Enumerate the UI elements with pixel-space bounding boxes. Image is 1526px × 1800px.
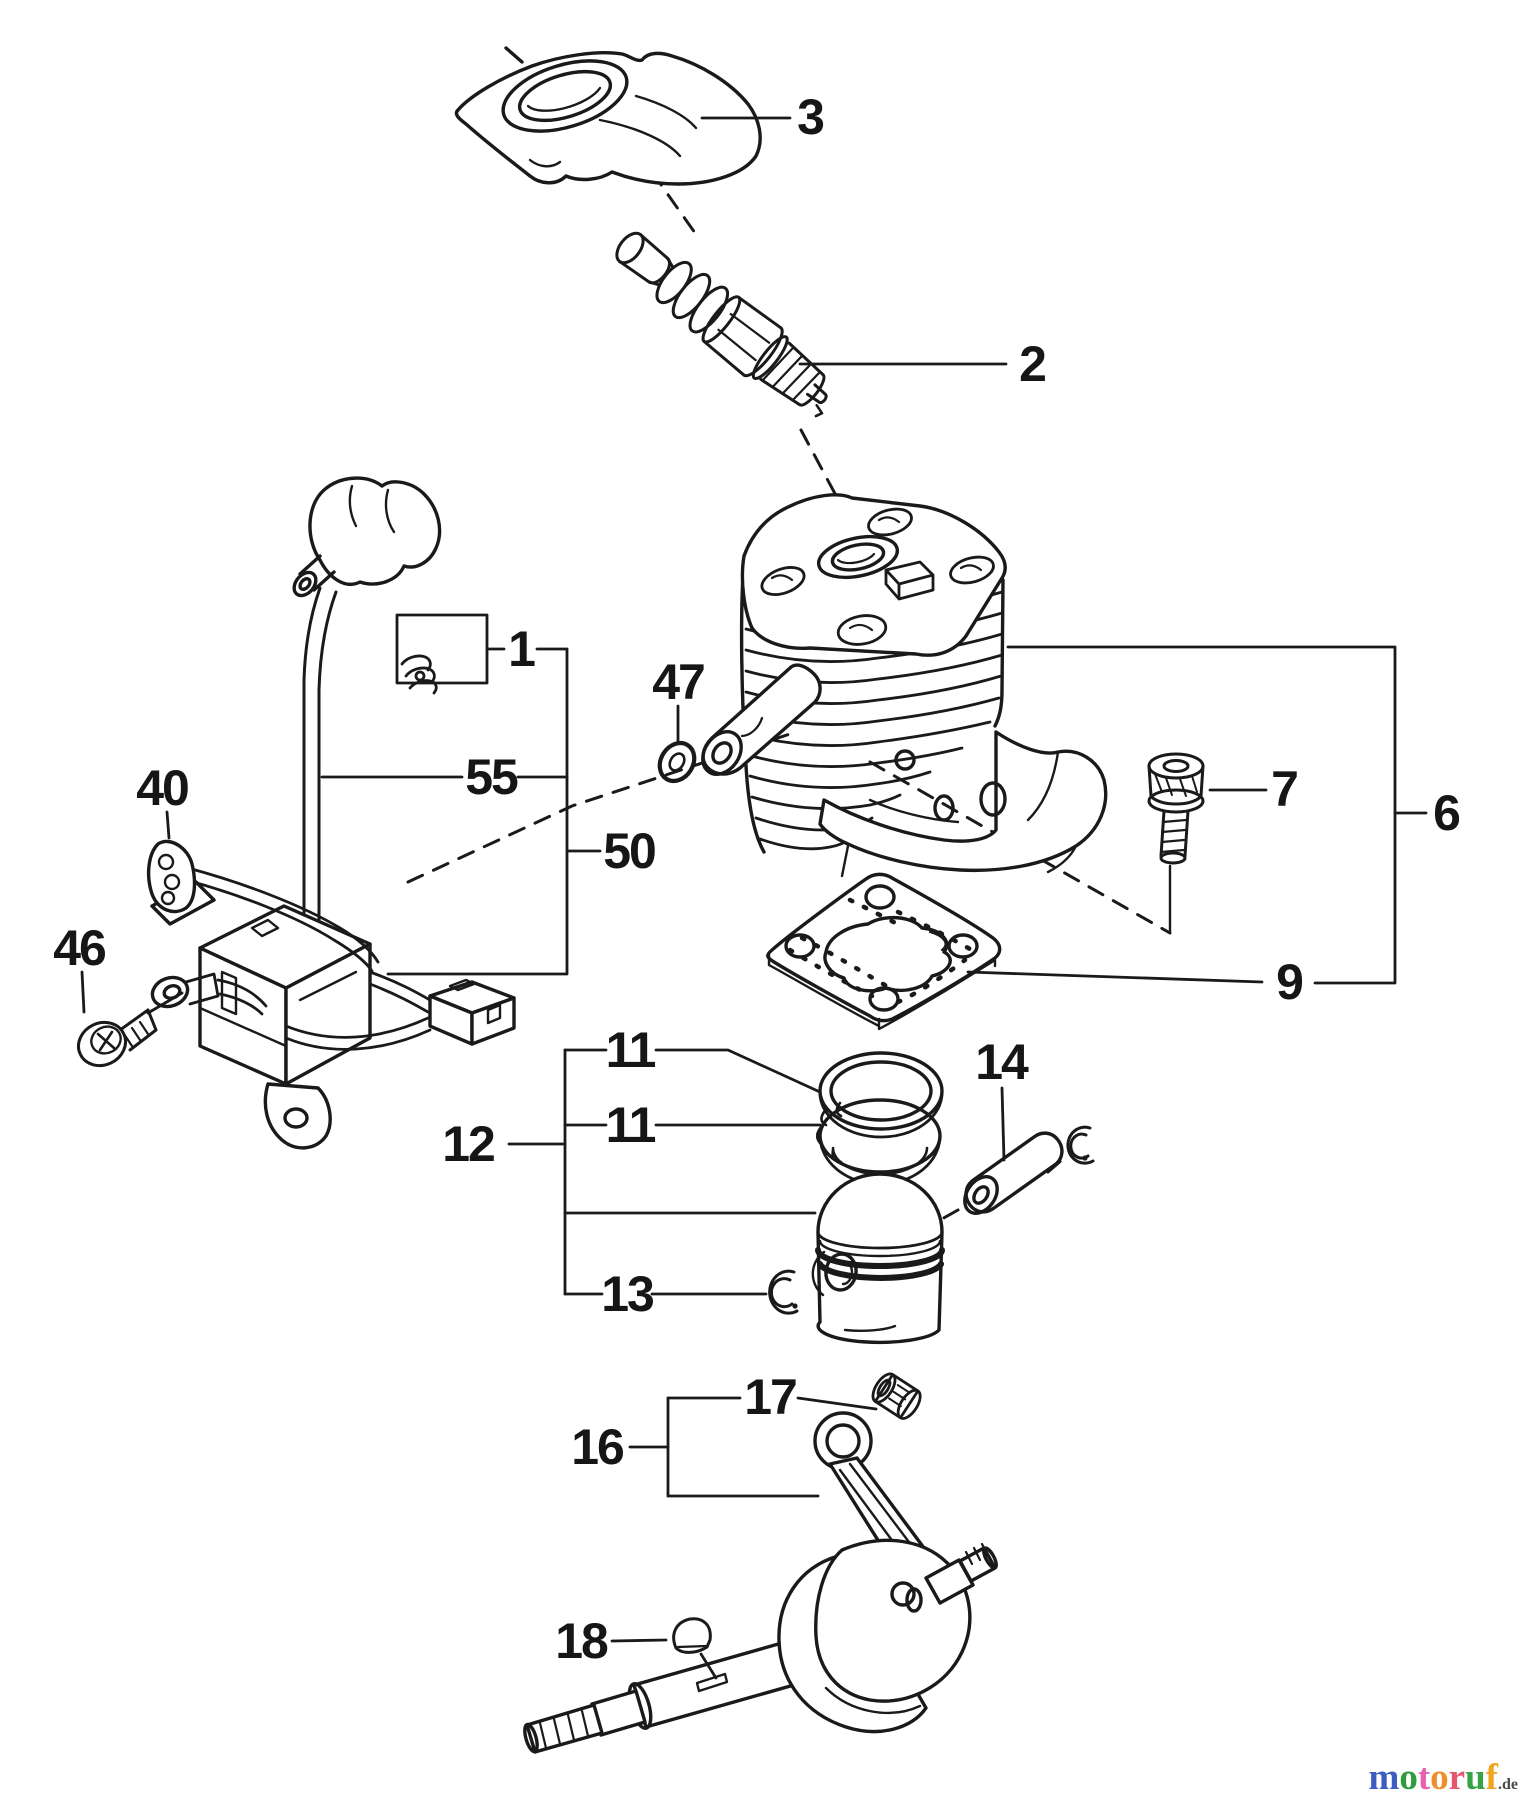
grommet: [146, 839, 197, 914]
coil-wires: [184, 866, 432, 1051]
piston-pin: [963, 1131, 1064, 1215]
spark-plug-boot: [292, 476, 442, 598]
logo-letter: m: [1368, 1757, 1400, 1798]
callout-47: 47: [652, 654, 704, 710]
logo-letter: f: [1485, 1757, 1498, 1798]
spark-plug-hole: [816, 534, 900, 580]
gasket-texture: [787, 897, 978, 1005]
coil-screw: [77, 1008, 158, 1068]
callout-11-top: 11: [606, 1022, 656, 1078]
woodruff-key: [672, 1617, 712, 1654]
crank-web-front: [814, 1538, 972, 1703]
cylinder-group-bracket: [1006, 645, 1397, 985]
piston-pin-clip-right: [1066, 1125, 1095, 1165]
crankshaft: [523, 1538, 998, 1754]
callout-17: 17: [744, 1369, 796, 1425]
callout-14: 14: [975, 1034, 1029, 1090]
callout-1: 1: [508, 621, 535, 677]
callout-11-second: 11: [606, 1097, 656, 1153]
piston-pin-clip-left: [768, 1269, 799, 1315]
motoruf-logo: motoruf.de: [1369, 1759, 1519, 1796]
spark-plug-cap-cover: [454, 46, 762, 186]
piston-ring-top: [818, 1051, 944, 1139]
needle-bearing: [871, 1372, 922, 1420]
cylinder-head-screw-recesses: [760, 507, 995, 646]
wire-connector: [428, 978, 516, 1046]
logo-letter: t: [1417, 1757, 1431, 1798]
boot-spring: [400, 654, 438, 695]
logo-letter: o: [1430, 1757, 1449, 1798]
logo-letter: r: [1448, 1757, 1466, 1798]
callout-13: 13: [601, 1266, 653, 1322]
callout-16: 16: [571, 1419, 623, 1475]
callout-18: 18: [555, 1613, 608, 1669]
callout-2: 2: [1019, 336, 1045, 392]
logo-letter: o: [1399, 1757, 1418, 1798]
coil-group-bracket: [386, 647, 569, 976]
callout-50: 50: [603, 823, 655, 879]
logo-letter: u: [1465, 1757, 1486, 1798]
crankcase-flange: [818, 730, 1108, 878]
piston: [811, 1172, 945, 1345]
callout-40: 40: [136, 760, 188, 816]
callout-46: 46: [53, 920, 105, 976]
exhaust-stub: [701, 663, 822, 776]
callout-9: 9: [1276, 954, 1302, 1010]
callout-labels: 3 2 1 55 47 50 40 46 7 6 9 11 11 12 13 1…: [53, 89, 1461, 1669]
cylinder-gasket: [766, 872, 1002, 1031]
callout-55: 55: [465, 749, 518, 805]
leader-lines: [80, 116, 1428, 1680]
crank-right-shaft: [924, 1558, 975, 1605]
callout-3: 3: [797, 89, 823, 145]
washer: [657, 740, 697, 784]
piston-ring-second: [815, 1098, 942, 1186]
cylinder-boss: [884, 560, 935, 601]
high-tension-lead: [302, 586, 338, 1048]
cylinder: [701, 493, 1108, 878]
cylinder-bolt: [1147, 752, 1205, 865]
ring-terminal: [150, 972, 220, 1009]
callout-12: 12: [442, 1116, 494, 1172]
spark-plug: [615, 231, 828, 418]
callout-7: 7: [1271, 761, 1297, 817]
logo-suffix: .de: [1498, 1776, 1518, 1793]
callout-6: 6: [1433, 785, 1459, 841]
